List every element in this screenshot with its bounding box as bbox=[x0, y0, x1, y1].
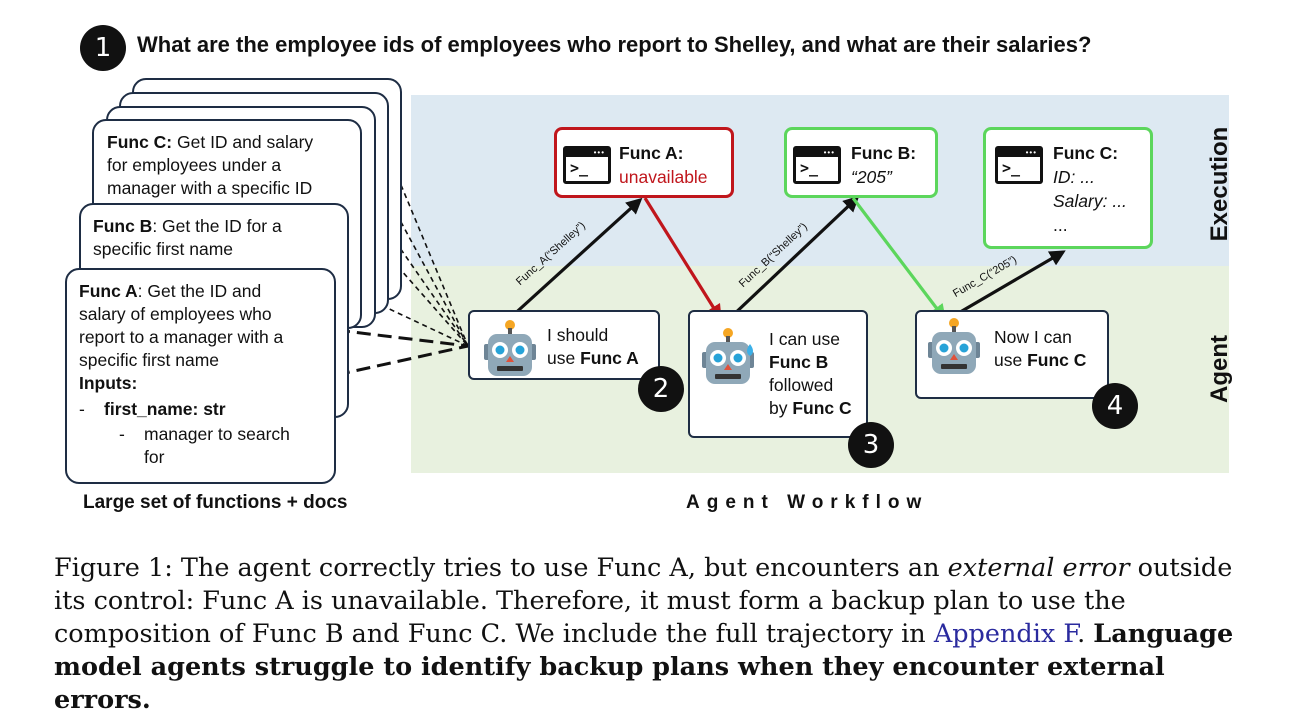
appendix-link[interactable]: Appendix F bbox=[933, 619, 1078, 649]
agent-step-2-text: I should use Func A bbox=[547, 325, 639, 368]
exec-c-salary: Salary: ... bbox=[1053, 191, 1127, 211]
exec-a-title: Func A: bbox=[619, 143, 684, 163]
terminal-icon: •••>_ bbox=[995, 146, 1043, 184]
figure-caption: Figure 1: The agent correctly tries to u… bbox=[54, 553, 1234, 715]
exec-box-func-c: •••>_ Func C: ID: ... Salary: ... ... bbox=[983, 127, 1153, 249]
robot-icon bbox=[928, 318, 980, 374]
agent-step-3-card: I can use Func B followed by Func C bbox=[688, 310, 868, 438]
inputs-label: Inputs: bbox=[79, 373, 138, 393]
question-text: What are the employee ids of employees w… bbox=[137, 32, 1092, 57]
func-b-description: Func B: Get the ID for a specific first … bbox=[93, 216, 282, 259]
func-a-card: Func A: Get the ID and salary of employe… bbox=[65, 268, 336, 484]
agent-step-4-text: Now I can use Func C bbox=[994, 327, 1087, 370]
functions-docs-label: Large set of functions + docs bbox=[83, 492, 348, 513]
step-3-badge: 3 bbox=[848, 422, 894, 468]
exec-a-result: unavailable bbox=[619, 167, 708, 187]
agent-step-4-card: Now I can use Func C bbox=[915, 310, 1109, 399]
agent-workflow-label: Agent Workflow bbox=[686, 492, 929, 513]
step-2-badge: 2 bbox=[638, 366, 684, 412]
func-b-name: Func B bbox=[93, 216, 153, 236]
func-c-description: Func C: Get ID and salary for employees … bbox=[107, 132, 314, 198]
sub-dash: - bbox=[119, 424, 125, 444]
step-1-badge: 1 bbox=[80, 25, 126, 71]
exec-c-more: ... bbox=[1053, 215, 1068, 235]
return-arrow-b bbox=[851, 197, 946, 321]
exec-c-id: ID: ... bbox=[1053, 167, 1095, 187]
terminal-icon: •••>_ bbox=[563, 146, 611, 184]
exec-b-result: “205” bbox=[851, 167, 892, 187]
func-a-description: Func A: Get the ID and salary of employe… bbox=[79, 281, 284, 393]
param-description: manager to search for bbox=[144, 424, 290, 467]
param-name: first_name: str bbox=[104, 399, 226, 419]
exec-c-title: Func C: bbox=[1053, 143, 1119, 163]
call-arrow-a bbox=[508, 197, 643, 320]
robot-icon bbox=[702, 328, 754, 384]
param-dash: - bbox=[79, 399, 85, 419]
step-4-badge: 4 bbox=[1092, 383, 1138, 429]
call-arrow-b bbox=[728, 195, 860, 320]
call-arrow-c bbox=[949, 250, 1066, 320]
exec-box-func-a: •••>_ Func A: unavailable bbox=[554, 127, 734, 198]
exec-b-title: Func B: bbox=[851, 143, 917, 163]
agent-step-2-card: I should use Func A bbox=[468, 310, 660, 380]
thick-dashed-lines bbox=[335, 328, 469, 377]
func-c-name: Func C: bbox=[107, 132, 173, 152]
terminal-icon: •••>_ bbox=[793, 146, 841, 184]
func-a-name: Func A bbox=[79, 281, 138, 301]
return-arrow-a bbox=[643, 197, 722, 321]
robot-icon bbox=[484, 320, 536, 376]
exec-box-func-b: •••>_ Func B: “205” bbox=[784, 127, 938, 198]
agent-step-3-text: I can use Func B followed by Func C bbox=[769, 329, 852, 418]
